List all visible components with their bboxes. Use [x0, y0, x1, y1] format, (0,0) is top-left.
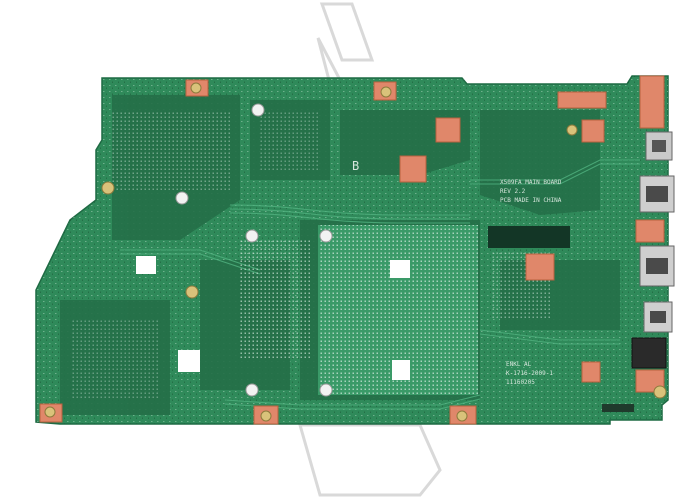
silk-revision: REV 2.2	[500, 188, 526, 195]
edge-connector	[602, 404, 634, 412]
io-ports	[602, 131, 675, 412]
cpu-bga-area	[318, 225, 478, 395]
hdmi-port	[639, 245, 675, 287]
mounting-holes	[44, 82, 667, 422]
black-marking-area	[488, 226, 570, 248]
silk-board-name: X509FA MAIN BOARD	[500, 179, 562, 186]
silk-pcb-made-in: PCB MADE IN CHINA	[500, 197, 562, 204]
component-footprints	[70, 110, 550, 400]
silk-lot-line-2: K-1716-2009-1	[506, 370, 553, 377]
silkscreen-text: B X509FA MAIN BOARD REV 2.2 PCB MADE IN …	[352, 159, 562, 386]
silk-lot-line-1: ENKL AL	[506, 361, 532, 368]
silk-letter-b: B	[352, 159, 359, 173]
silk-lot-line-3: 11160205	[506, 379, 535, 386]
traces	[120, 159, 640, 410]
audio-jack	[631, 337, 667, 369]
white-markers	[136, 256, 200, 372]
